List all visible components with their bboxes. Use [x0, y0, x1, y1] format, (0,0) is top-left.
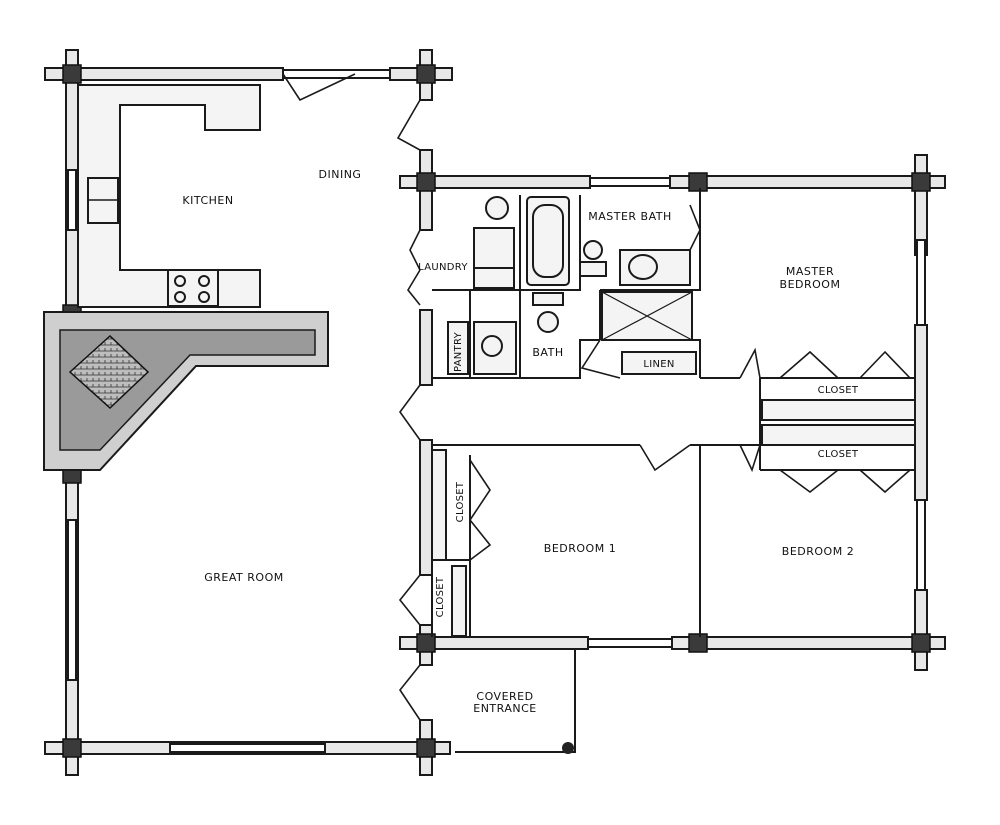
room-labels: KITCHEN DINING LAUNDRY PANTRY BATH MASTE…: [182, 168, 858, 715]
label-dining: DINING: [319, 168, 362, 181]
label-linen: LINEN: [643, 359, 674, 370]
label-covered-entrance-1: COVERED: [476, 690, 533, 703]
label-closet-b1-lower: CLOSET: [435, 576, 446, 617]
label-great-room: GREAT ROOM: [204, 571, 283, 584]
label-master-bedroom-1: MASTER: [786, 265, 834, 278]
label-master-bath: MASTER BATH: [588, 210, 672, 223]
label-laundry: LAUNDRY: [418, 262, 468, 273]
label-bath: BATH: [532, 346, 563, 359]
label-bedroom-1: BEDROOM 1: [544, 542, 616, 555]
label-bedroom-2: BEDROOM 2: [782, 545, 854, 558]
bath-fixtures: [447, 196, 693, 375]
label-covered-entrance-2: ENTRANCE: [473, 702, 536, 715]
doors: [282, 73, 911, 754]
label-closet-upper: CLOSET: [818, 385, 859, 396]
label-closet-b1-upper: CLOSET: [455, 481, 466, 522]
label-kitchen: KITCHEN: [182, 194, 233, 207]
fireplace: [43, 311, 329, 471]
kitchen-counters: [77, 84, 261, 308]
label-master-bedroom-2: BEDROOM: [780, 278, 841, 291]
label-pantry: PANTRY: [453, 331, 464, 372]
label-closet-lower: CLOSET: [818, 449, 859, 460]
interior-walls: [431, 188, 916, 637]
